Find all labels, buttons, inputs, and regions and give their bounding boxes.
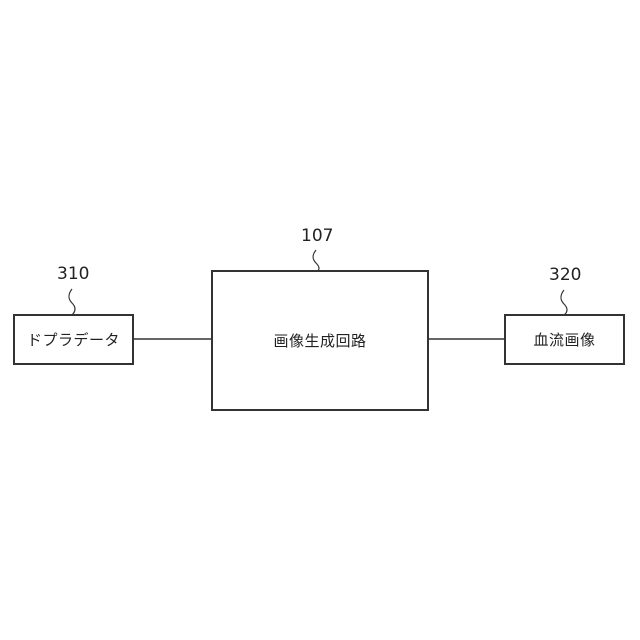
doppler-data-block: ドプラデータ	[13, 314, 134, 365]
leader-line-320	[561, 290, 567, 315]
image-generation-circuit-label: 画像生成回路	[273, 330, 366, 351]
leader-line-310	[69, 289, 75, 315]
image-generation-circuit-block: 画像生成回路	[211, 270, 429, 411]
blood-flow-image-block: 血流画像	[504, 314, 625, 365]
reference-number-310: 310	[57, 264, 89, 284]
blood-flow-image-label: 血流画像	[533, 329, 595, 350]
leader-line-107	[313, 250, 319, 272]
reference-number-107: 107	[301, 226, 333, 246]
doppler-data-label: ドプラデータ	[27, 329, 120, 350]
reference-number-320: 320	[549, 265, 581, 285]
